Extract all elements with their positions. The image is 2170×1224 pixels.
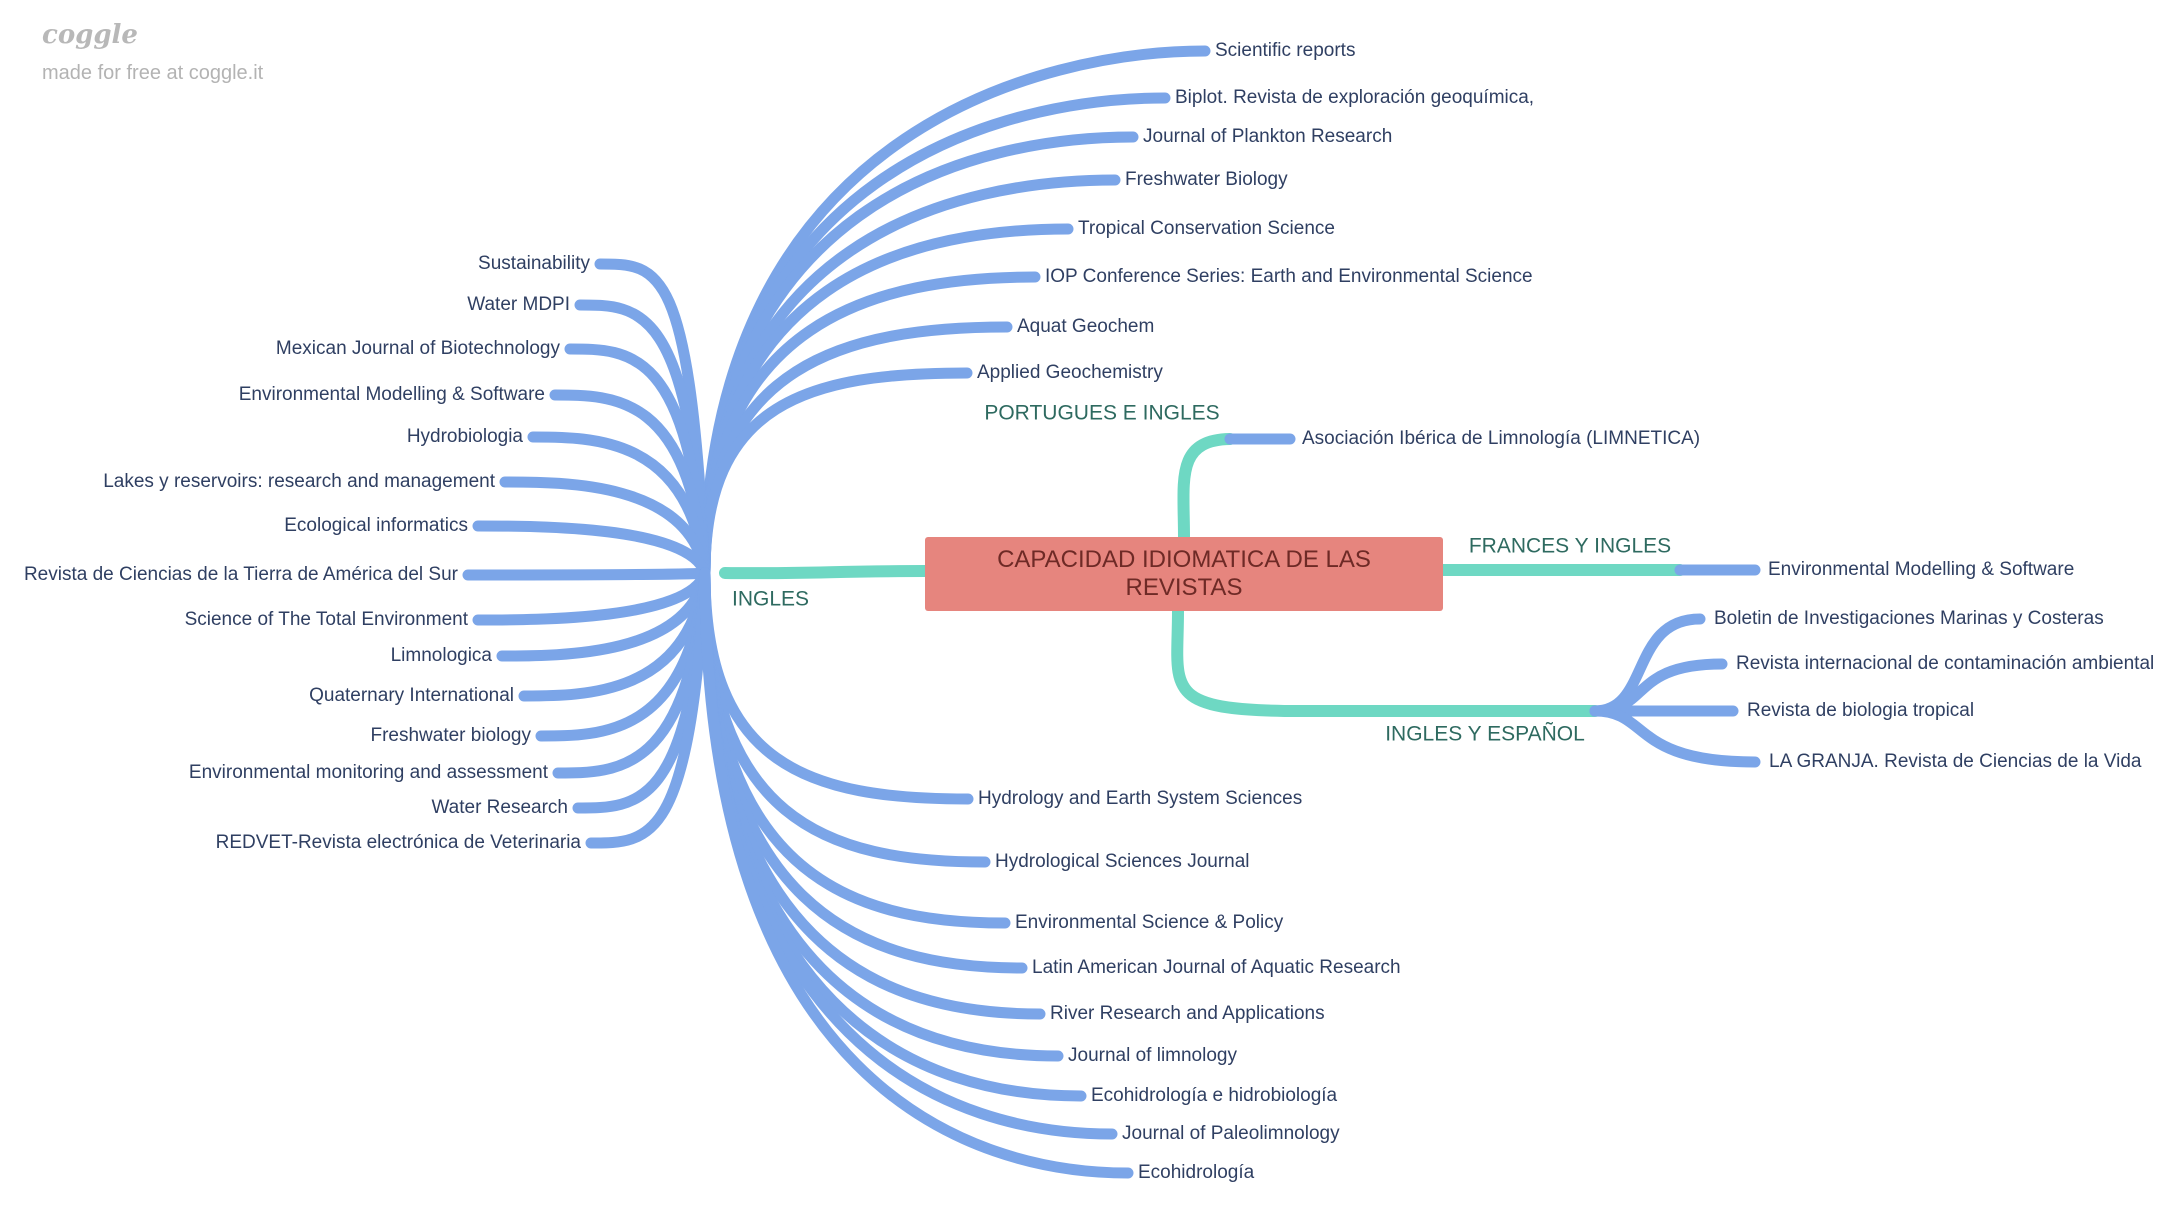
- leaf-link-ingles-14: [472, 520, 711, 579]
- brand-tagline: made for free at coggle.it: [42, 62, 264, 84]
- leaf-label-river-research-and-applications[interactable]: River Research and Applications: [1050, 1003, 1325, 1024]
- leaf-label-sustainability[interactable]: Sustainability: [478, 253, 590, 274]
- leaf-label-mexican-journal-of-biotechnology[interactable]: Mexican Journal of Biotechnology: [276, 338, 561, 359]
- leaf-label-lakes-y-reservoirs-research-and-management[interactable]: Lakes y reservoirs: research and managem…: [103, 471, 496, 492]
- leaf-link-ingles-22: [585, 567, 711, 849]
- leaf-label-journal-of-plankton-research[interactable]: Journal of Plankton Research: [1143, 126, 1392, 147]
- branch-link-ingles: [719, 565, 931, 580]
- leaf-link-ingles-11: [549, 389, 711, 579]
- leaf-link-ingles-7: [699, 367, 973, 579]
- leaf-label-environmental-science-policy[interactable]: Environmental Science & Policy: [1015, 912, 1284, 933]
- central-topic[interactable]: CAPACIDAD IDIOMATICA DE LAS REVISTAS: [925, 537, 1443, 611]
- leaf-link-ingles-y-espanol-1: [1589, 658, 1728, 717]
- leaf-label-freshwater-biology[interactable]: Freshwater Biology: [1125, 169, 1288, 190]
- leaf-label-water-research[interactable]: Water Research: [431, 797, 568, 818]
- leaf-label-aquat-geochem[interactable]: Aquat Geochem: [1017, 316, 1154, 337]
- leaf-label-scientific-reports[interactable]: Scientific reports: [1215, 40, 1355, 61]
- leaf-label-revista-de-ciencias-de-la-tierra-de-america-del-sur[interactable]: Revista de Ciencias de la Tierra de Amér…: [24, 564, 459, 585]
- leaf-label-environmental-modelling-software[interactable]: Environmental Modelling & Software: [1768, 559, 2074, 580]
- leaf-label-iop-conference-series-earth-and-environmental-science[interactable]: IOP Conference Series: Earth and Environ…: [1045, 266, 1533, 287]
- mind-map-links: [462, 45, 1761, 1179]
- leaf-label-latin-american-journal-of-aquatic-research[interactable]: Latin American Journal of Aquatic Resear…: [1032, 957, 1401, 978]
- branch-label-ingles-y-espanol[interactable]: INGLES Y ESPAÑOL: [1385, 722, 1585, 746]
- leaf-label-science-of-the-total-environment[interactable]: Science of The Total Environment: [185, 609, 469, 630]
- leaf-label-journal-of-limnology[interactable]: Journal of limnology: [1068, 1045, 1237, 1066]
- leaf-label-environmental-modelling-software[interactable]: Environmental Modelling & Software: [239, 384, 545, 405]
- leaf-label-quaternary-international[interactable]: Quaternary International: [309, 685, 514, 706]
- leaf-label-revista-internacional-de-contaminacion-ambiental[interactable]: Revista internacional de contaminación a…: [1736, 653, 2154, 674]
- leaf-label-la-granja-revista-de-ciencias-de-la-vida[interactable]: LA GRANJA. Revista de Ciencias de la Vid…: [1769, 751, 2142, 772]
- leaf-label-journal-of-paleolimnology[interactable]: Journal of Paleolimnology: [1122, 1123, 1340, 1144]
- leaf-label-hydrological-sciences-journal[interactable]: Hydrological Sciences Journal: [995, 851, 1250, 872]
- leaf-link-ingles-13: [499, 476, 711, 579]
- leaf-label-ecohidrologia-e-hidrobiologia[interactable]: Ecohidrología e hidrobiología: [1091, 1085, 1338, 1106]
- leaf-link-ingles-12: [527, 431, 711, 579]
- leaf-label-environmental-monitoring-and-assessment[interactable]: Environmental monitoring and assessment: [189, 762, 549, 783]
- leaf-label-limnologica[interactable]: Limnologica: [391, 645, 493, 666]
- leaf-link-ingles-16: [472, 567, 711, 626]
- central-topic-label: CAPACIDAD IDIOMATICA DE LAS REVISTAS: [997, 546, 1371, 601]
- leaf-label-boletin-de-investigaciones-marinas-y-costeras[interactable]: Boletin de Investigaciones Marinas y Cos…: [1714, 608, 2104, 629]
- leaf-label-freshwater-biology[interactable]: Freshwater biology: [370, 725, 531, 746]
- leaf-label-ecological-informatics[interactable]: Ecological informatics: [284, 515, 468, 536]
- leaf-label-biplot-revista-de-exploracion-geoquimica[interactable]: Biplot. Revista de exploración geoquímic…: [1175, 87, 1534, 108]
- branch-label-ingles[interactable]: INGLES: [732, 588, 809, 611]
- leaf-label-redvet-revista-electronica-de-veterinaria[interactable]: REDVET-Revista electrónica de Veterinari…: [216, 832, 582, 853]
- leaf-label-asociacion-iberica-de-limnologia-limnetica[interactable]: Asociación Ibérica de Limnología (LIMNET…: [1302, 428, 1700, 449]
- leaf-label-applied-geochemistry[interactable]: Applied Geochemistry: [977, 362, 1163, 383]
- leaf-link-ingles-31: [699, 567, 1134, 1179]
- branch-link-portugues-e-ingles: [1177, 433, 1236, 543]
- branch-label-portugues-e-ingles[interactable]: PORTUGUES E INGLES: [984, 402, 1219, 425]
- brand-logo: coggle: [42, 20, 138, 50]
- leaf-label-tropical-conservation-science[interactable]: Tropical Conservation Science: [1078, 218, 1335, 239]
- branch-link-ingles-y-espanol: [1171, 605, 1601, 717]
- leaf-link-ingles-y-espanol-3: [1589, 705, 1761, 768]
- leaf-label-water-mdpi[interactable]: Water MDPI: [467, 294, 570, 315]
- leaf-link-ingles-15: [462, 567, 711, 581]
- branch-label-frances-y-ingles[interactable]: FRANCES Y INGLES: [1469, 535, 1671, 558]
- leaf-label-hydrobiologia[interactable]: Hydrobiologia: [407, 426, 524, 447]
- leaf-label-hydrology-and-earth-system-sciences[interactable]: Hydrology and Earth System Sciences: [978, 788, 1302, 809]
- leaf-label-revista-de-biologia-tropical[interactable]: Revista de biologia tropical: [1747, 700, 1974, 721]
- leaf-label-ecohidrologia[interactable]: Ecohidrología: [1138, 1162, 1255, 1183]
